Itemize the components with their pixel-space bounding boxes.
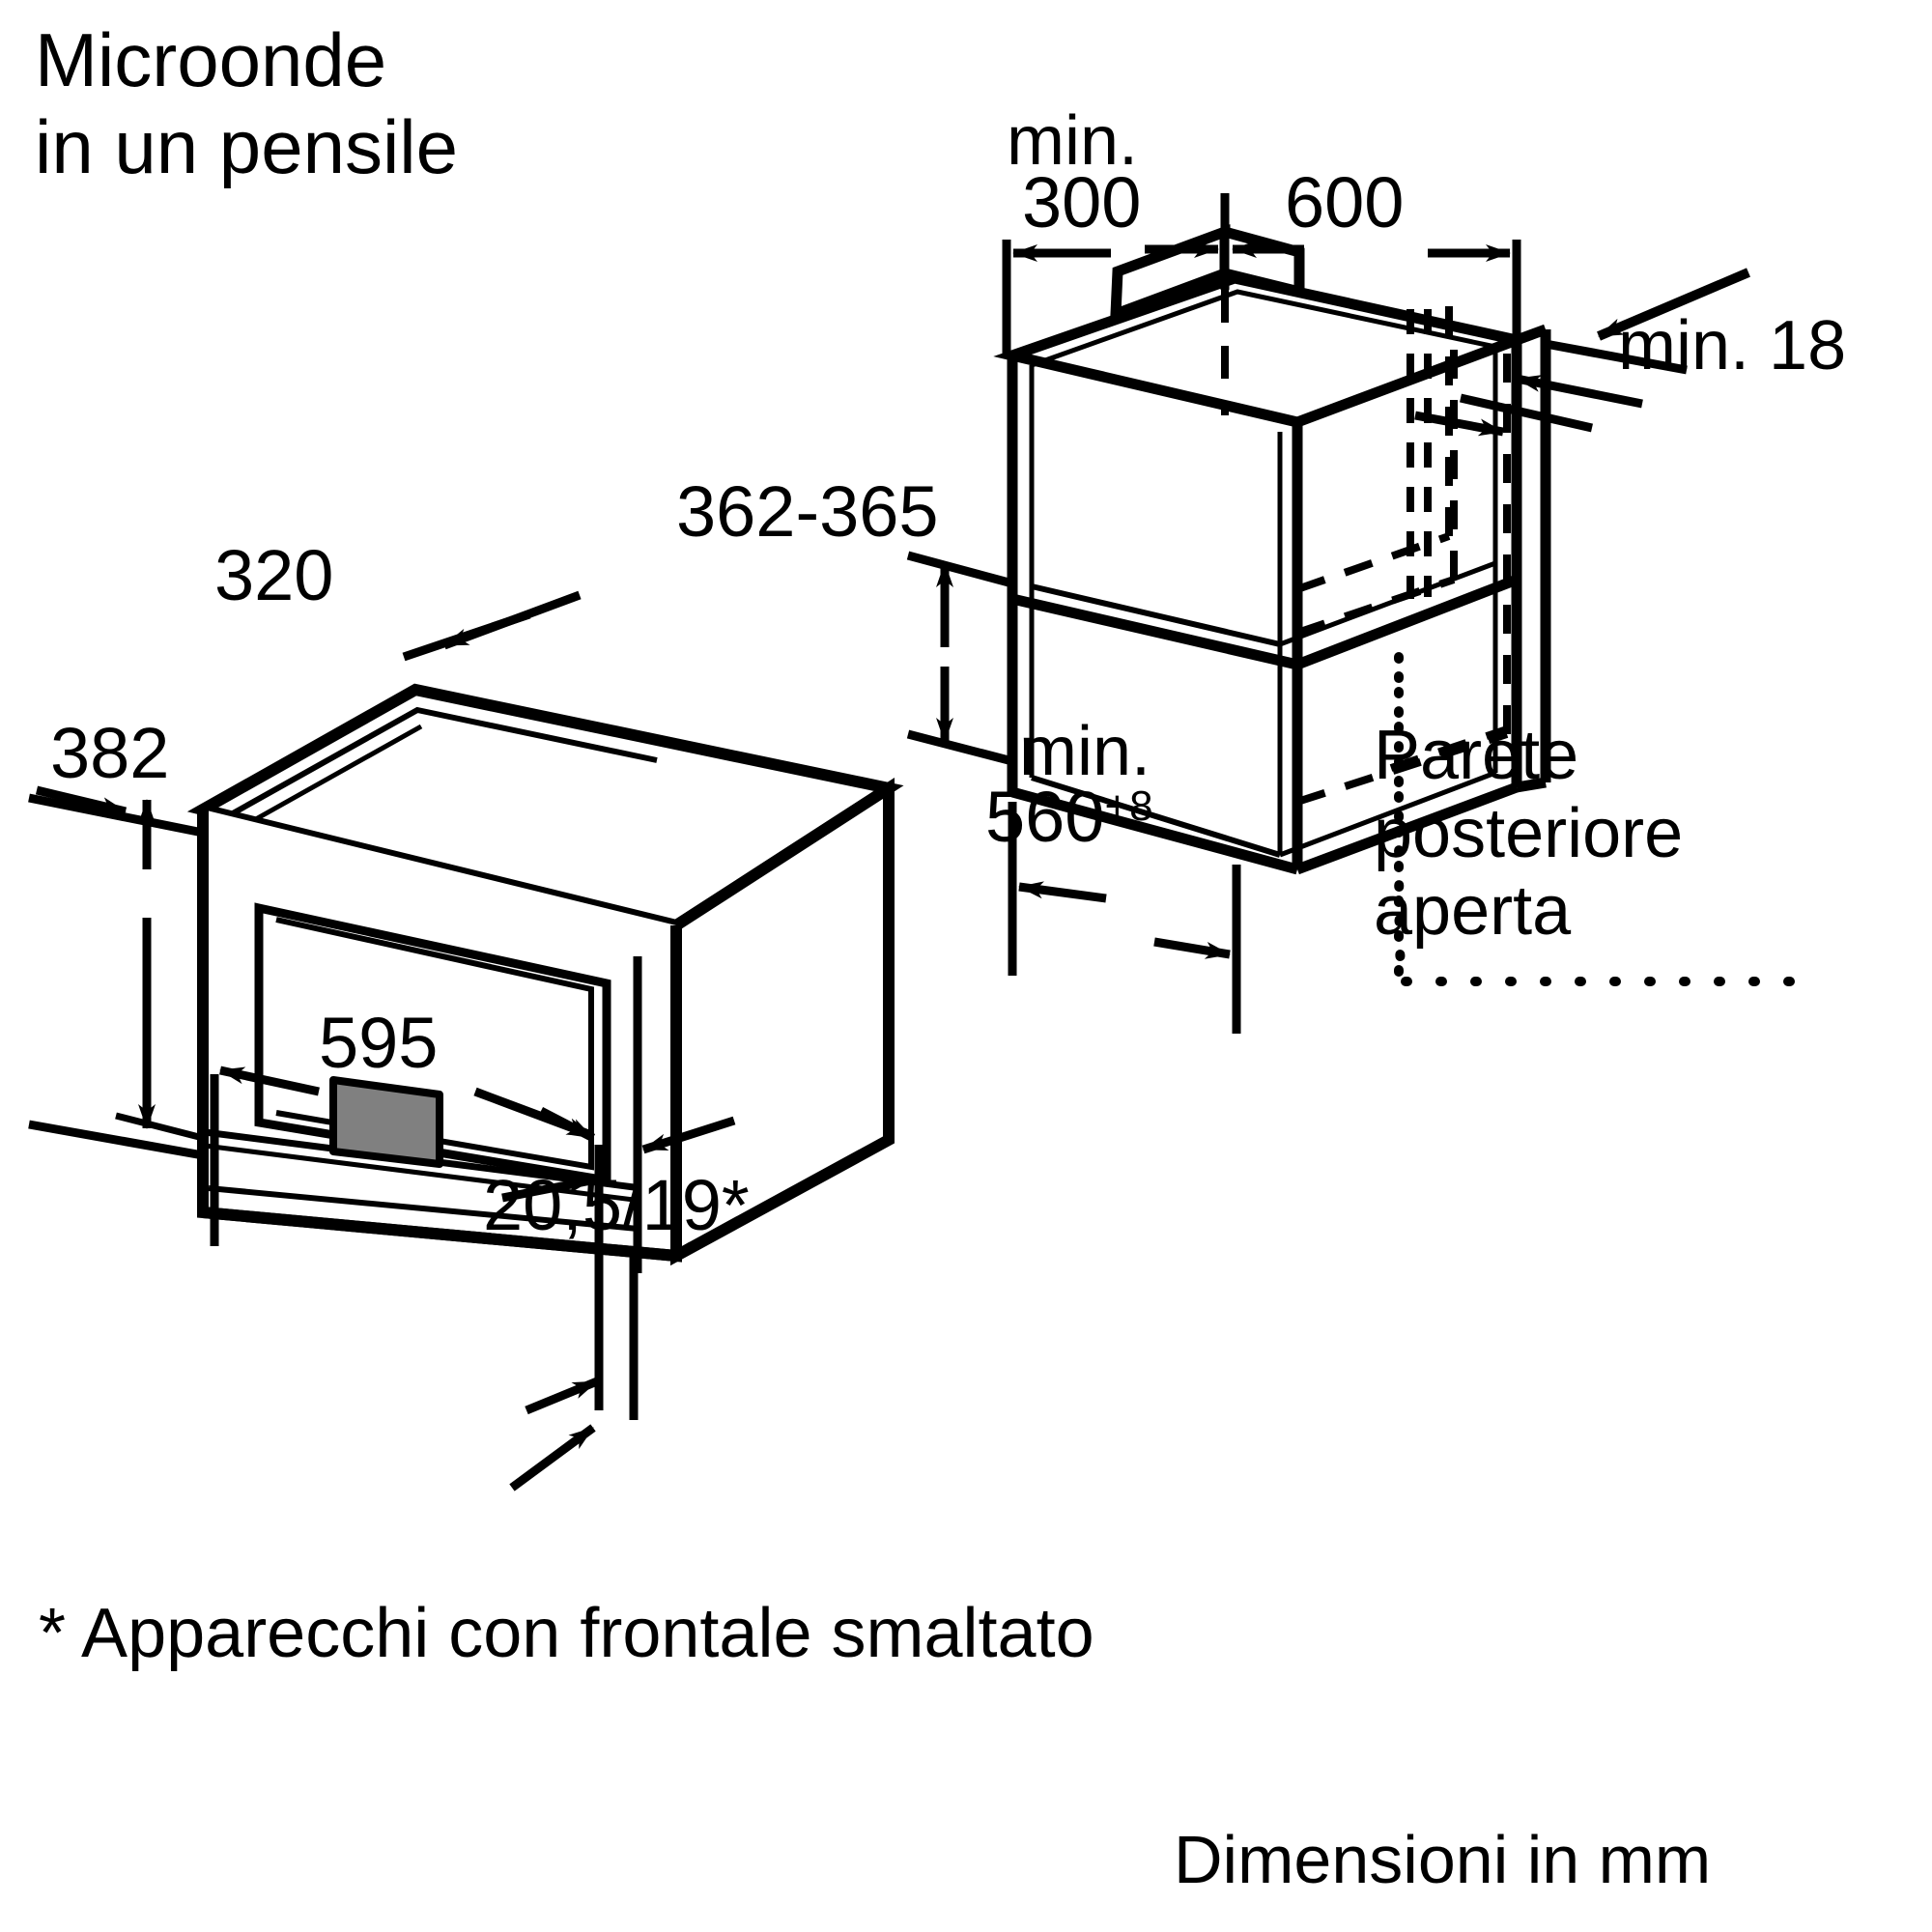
page-title-line-1: Microonde xyxy=(35,17,387,102)
dimension-appliance-depth: 320 xyxy=(214,535,334,615)
cabinet-dimension-lines xyxy=(906,193,1750,1034)
dimension-wall-thickness: min. 18 xyxy=(1618,307,1847,384)
dimension-min-gap-label: min. xyxy=(1007,102,1139,180)
annotation-line-3: aperta xyxy=(1374,872,1572,951)
dimension-front-thickness: 20,5/19* xyxy=(483,1165,750,1245)
annotation-line-1: Parete xyxy=(1374,717,1579,794)
dimension-cabinet-width: 600 xyxy=(1285,162,1405,242)
dimension-niche-depth-tolerance: +8 xyxy=(1104,782,1153,830)
dimension-min-gap-value: 300 xyxy=(1022,162,1142,242)
dimension-niche-depth-value-group: 560+8 xyxy=(985,781,1153,853)
units-note: Dimensioni in mm xyxy=(1174,1822,1712,1897)
appliance-drawing xyxy=(186,683,904,1273)
annotation-line-2: posteriore xyxy=(1374,794,1684,872)
dimension-appliance-width: 595 xyxy=(319,1003,439,1083)
page-title-line-2: in un pensile xyxy=(35,103,458,189)
dimension-appliance-height: 382 xyxy=(50,713,170,793)
dimension-niche-depth-value: 560 xyxy=(985,777,1105,857)
dimension-niche-height: 362-365 xyxy=(676,471,939,552)
appliance-dimension-lines xyxy=(28,590,736,1492)
dimension-niche-depth-label: min. xyxy=(1019,713,1151,790)
footnote-enamelled-front: * Apparecchi con frontale smaltato xyxy=(39,1595,1094,1672)
